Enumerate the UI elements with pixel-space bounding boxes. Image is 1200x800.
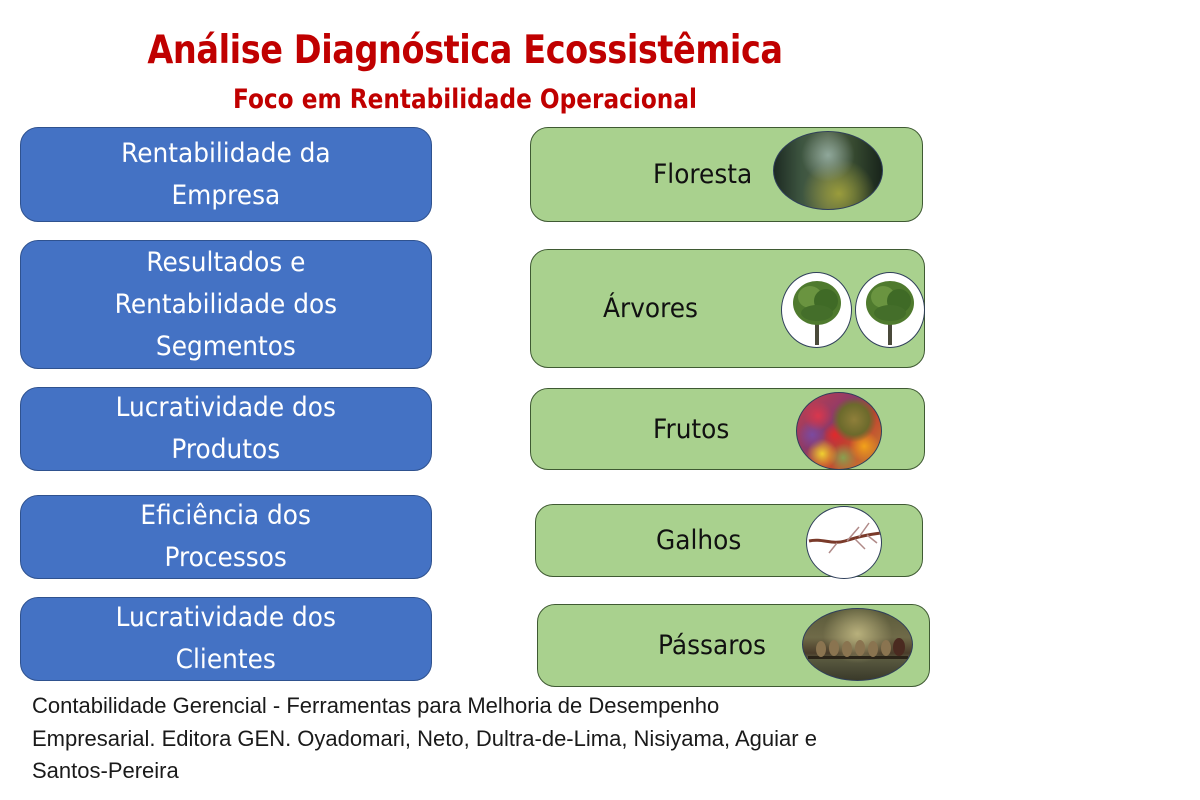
box-frutos: Frutos: [530, 388, 925, 470]
box-label: Pássaros: [658, 630, 766, 661]
box-label: Frutos: [653, 413, 730, 445]
birds-image-icon: [802, 608, 913, 681]
box-label: Árvores: [603, 293, 699, 324]
box-line: Clientes: [175, 644, 277, 675]
forest-image-icon: [773, 131, 883, 210]
box-label: Floresta: [653, 159, 753, 190]
box-line: Eficiência dos: [140, 500, 312, 531]
box-line: Rentabilidade da: [121, 137, 331, 169]
branch-image-icon: [806, 506, 882, 579]
citation-line: Contabilidade Gerencial - Ferramentas pa…: [32, 693, 720, 718]
box-line: Processos: [164, 542, 288, 573]
citation-line: Santos-Pereira: [32, 758, 179, 783]
page-subtitle: Foco em Rentabilidade Operacional: [233, 84, 697, 115]
box-line: Resultados e: [146, 246, 306, 278]
box-line: Segmentos: [156, 330, 296, 362]
page-title: Análise Diagnóstica Ecossistêmica: [147, 28, 783, 73]
box-line: Lucratividade dos: [115, 392, 337, 423]
citation-text: Contabilidade Gerencial - Ferramentas pa…: [32, 690, 992, 788]
box-arvores: Árvores: [530, 249, 925, 368]
box-line: Produtos: [171, 434, 281, 465]
tree-image-icon: [781, 272, 852, 348]
box-galhos: Galhos: [535, 504, 923, 579]
box-line: Empresa: [171, 179, 281, 211]
box-label: Galhos: [656, 525, 742, 556]
citation-line: Empresarial. Editora GEN. Oyadomari, Net…: [32, 725, 817, 751]
box-passaros: Pássaros: [537, 604, 930, 687]
fruits-image-icon: [796, 392, 882, 470]
box-rentabilidade-empresa: Rentabilidade da Empresa: [20, 127, 432, 222]
box-line: Lucratividade dos: [115, 602, 337, 633]
box-line: Rentabilidade dos: [114, 288, 338, 320]
tree-image-icon: [855, 272, 925, 348]
box-floresta: Floresta: [530, 127, 923, 222]
